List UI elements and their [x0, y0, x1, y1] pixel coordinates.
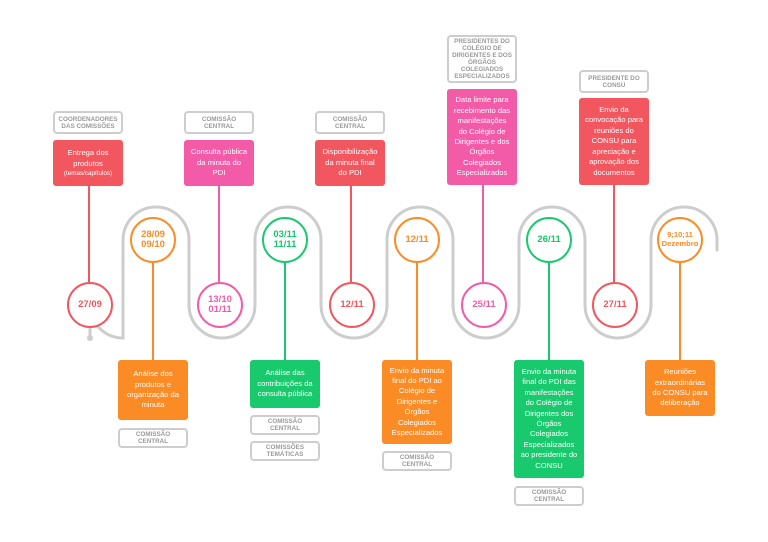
milestone-box: Envio da minuta final do PDI das manifes… [514, 360, 584, 478]
date-circle: 13/10 01/11 [197, 282, 243, 328]
connector-line [548, 263, 550, 360]
connector-line [350, 186, 352, 282]
milestone-box: Envio da convocação para reuniões do CON… [579, 98, 649, 185]
milestone-text: Reuniões extraordinárias do CONSU para d… [652, 367, 708, 408]
date-circle: 27/11 [592, 282, 638, 328]
responsible-tag: COMISSÃO CENTRAL [382, 451, 452, 471]
date-circle: 12/11 [329, 282, 375, 328]
milestone-box: Data limite para recebimento das manifes… [447, 89, 517, 185]
responsible-tag: COMISSÕES TEMÁTICAS [250, 441, 320, 461]
connector-line [284, 263, 286, 360]
milestone-text: Data limite para recebimento das manifes… [453, 95, 511, 178]
milestone-box: Reuniões extraordinárias do CONSU para d… [645, 360, 715, 416]
responsible-tag: COMISSÃO CENTRAL [315, 111, 385, 134]
date-circle: 28/09 09/10 [130, 217, 176, 263]
responsible-tag: COORDENADORES DAS COMISSÕES [53, 111, 123, 134]
milestone-text: Entrega dos produtos [67, 148, 109, 168]
responsible-tag: PRESIDENTE DO CONSU [579, 70, 649, 93]
milestone-box: Consulta pública da minuta do PDI [184, 140, 254, 186]
connector-line [218, 186, 220, 282]
date-circle: 27/09 [67, 282, 113, 328]
responsible-tag: COMISSÃO CENTRAL [118, 428, 188, 448]
milestone-box: Análise das contribuições da consulta pú… [250, 360, 320, 408]
milestone-box: Disponibilização da minuta final do PDI [315, 140, 385, 186]
milestone-text: Envio da minuta final do PDI ao Colégio … [389, 365, 445, 438]
milestone-text: Envio da convocação para reuniões do CON… [585, 105, 643, 177]
milestone-box: Envio da minuta final do PDI ao Colégio … [382, 360, 452, 444]
milestone-text: Análise das contribuições da consulta pú… [257, 368, 313, 399]
responsible-tag: COMISSÃO CENTRAL [514, 486, 584, 506]
milestone-subtext: (temas/capítulos) [63, 169, 113, 177]
milestone-box: Análise dos produtos e organização da mi… [118, 360, 188, 420]
connector-line [152, 263, 154, 360]
date-circle: 26/11 [526, 217, 572, 263]
connector-line [88, 186, 90, 282]
milestone-text: Envio da minuta final do PDI das manifes… [520, 366, 578, 470]
date-circle: 25/11 [461, 282, 507, 328]
milestone-text: Análise dos produtos e organização da mi… [127, 369, 179, 410]
connector-line [679, 263, 681, 360]
date-circle: 03/11 11/11 [262, 217, 308, 263]
connector-line [613, 185, 615, 282]
connector-line [416, 263, 418, 360]
milestone-text: Consulta pública da minuta do PDI [190, 147, 248, 178]
date-circle: 9;10;11 Dezembro [657, 217, 703, 263]
responsible-tag: COMISSÃO CENTRAL [184, 111, 254, 134]
date-circle: 12/11 [394, 217, 440, 263]
milestone-box: Entrega dos produtos (temas/capítulos) [53, 140, 123, 186]
responsible-tag: PRESIDENTES DO COLÉGIO DE DIRIGENTES E D… [447, 35, 517, 83]
milestone-text: Disponibilização da minuta final do PDI [322, 147, 378, 178]
responsible-tag: COMISSÃO CENTRAL [250, 415, 320, 435]
connector-line [482, 185, 484, 282]
